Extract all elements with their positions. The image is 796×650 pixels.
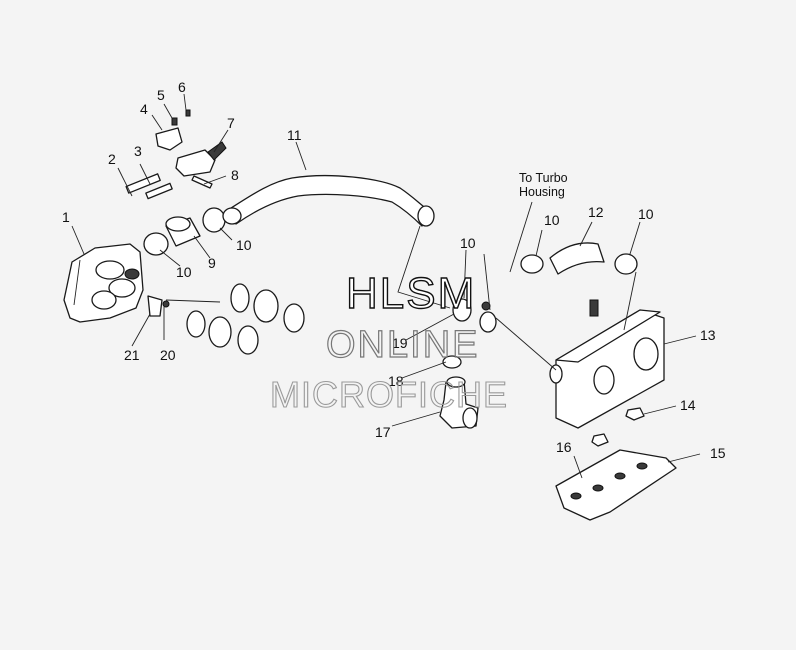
part-1-airbox — [63, 243, 144, 323]
note-line-2: Housing — [519, 185, 565, 199]
part-13-intercooler — [549, 299, 665, 429]
callout-11: 11 — [287, 127, 302, 143]
watermark-line-2: ONLINE — [326, 324, 479, 366]
callout-10-d: 10 — [544, 212, 560, 228]
part-18-ring — [442, 355, 462, 369]
callout-5: 5 — [157, 87, 165, 103]
part-12-hose — [520, 242, 638, 275]
watermark-line-3: MICROFICHE — [270, 374, 508, 415]
callout-14: 14 — [680, 397, 696, 413]
note-line-1: To Turbo — [519, 171, 568, 185]
part-11-intake-tube — [222, 174, 435, 227]
callout-9: 9 — [208, 255, 216, 271]
watermark: HLSM ONLINE MICROFICHE — [269, 268, 508, 415]
callout-16: 16 — [556, 439, 572, 455]
callout-19: 19 — [392, 335, 408, 351]
part-20-21-fittings — [147, 295, 170, 317]
part-19-elbow — [452, 298, 497, 333]
part-17-valve — [439, 376, 479, 429]
callout-10-b: 10 — [176, 264, 192, 280]
part-2-3-pins — [125, 173, 173, 200]
callout-21: 21 — [124, 347, 140, 363]
callout-8: 8 — [231, 167, 239, 183]
callout-1: 1 — [62, 209, 70, 225]
part-4-7-sensor-bracket — [155, 109, 227, 189]
callout-10-a: 10 — [236, 237, 252, 253]
callout-labels: 1 2 3 4 5 6 7 8 9 10 10 10 10 10 11 12 1… — [62, 79, 726, 461]
callout-17: 17 — [375, 424, 391, 440]
part-15-bracket — [555, 449, 677, 521]
callout-10-e: 10 — [638, 206, 654, 222]
callout-3: 3 — [134, 143, 142, 159]
part-16-nut — [591, 433, 609, 447]
callout-2: 2 — [108, 151, 116, 167]
callout-13: 13 — [700, 327, 716, 343]
leader-lines — [71, 93, 701, 479]
airbox-outlet-couplers — [186, 283, 305, 355]
callout-4: 4 — [140, 101, 148, 117]
part-14-nut — [625, 407, 645, 421]
part-9-coupler — [165, 216, 201, 247]
turbo-housing-note: To Turbo Housing — [519, 171, 568, 199]
callout-12: 12 — [588, 204, 604, 220]
callout-20: 20 — [160, 347, 176, 363]
callout-15: 15 — [710, 445, 726, 461]
callout-7: 7 — [227, 115, 235, 131]
watermark-line-1: HLSM — [346, 269, 476, 318]
callout-10-c: 10 — [460, 235, 476, 251]
callout-18: 18 — [388, 373, 404, 389]
callout-6: 6 — [178, 79, 186, 95]
